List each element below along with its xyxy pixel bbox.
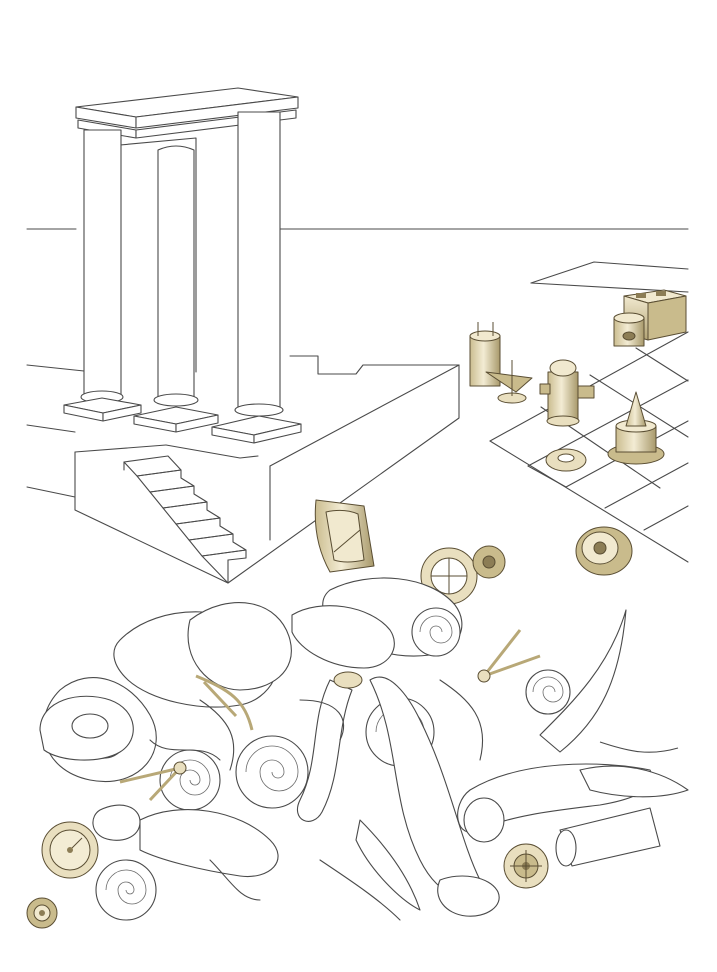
tinted-tools	[26, 629, 549, 929]
cone-part	[607, 391, 665, 465]
staircase	[123, 455, 247, 584]
piston-part	[469, 322, 533, 404]
stepped-platform	[74, 355, 460, 584]
half-cylinder-part	[314, 499, 375, 573]
machine-parts-grid	[469, 289, 687, 472]
ring-part	[545, 448, 587, 472]
spool-part	[575, 526, 633, 576]
pipe-fitting	[333, 671, 363, 689]
small-disk-bottom	[26, 897, 58, 929]
temple-portico	[63, 87, 302, 444]
disk-part	[472, 545, 506, 579]
spiral-shell-center	[235, 735, 309, 809]
ground-lines	[26, 364, 85, 498]
spiral-shell-bottom	[95, 859, 157, 921]
floating-parts	[314, 499, 633, 605]
compass-tool-left	[119, 761, 187, 802]
cylinder-part	[613, 312, 645, 347]
spiral-shell-top	[411, 607, 461, 657]
compass-tool-top	[477, 629, 541, 683]
organic-tangle	[39, 577, 689, 921]
caliper-tool	[195, 674, 254, 731]
gear-wheel-bottom	[503, 843, 549, 889]
gauge-dial	[41, 821, 99, 879]
valve-part	[539, 359, 595, 427]
spiral-shell-right	[525, 669, 571, 715]
